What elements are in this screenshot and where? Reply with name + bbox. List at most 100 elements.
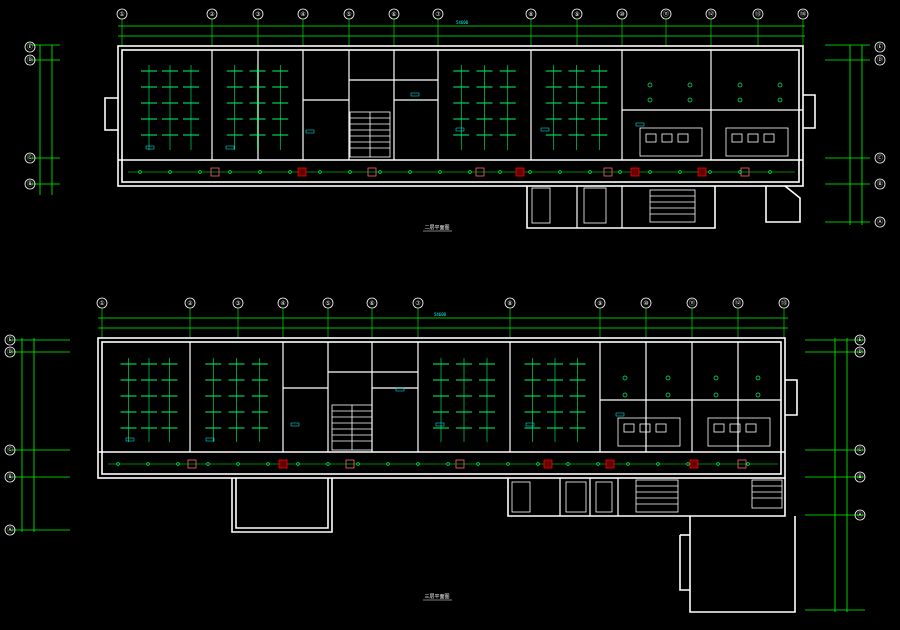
corridor-device (475, 167, 485, 177)
axis-bubble (4, 524, 16, 536)
axis-label: Ⓐ (7, 526, 13, 534)
axis-bubble (24, 178, 36, 190)
axis-bubble (24, 152, 36, 164)
circuit-tag (225, 145, 235, 150)
corridor-device (187, 459, 197, 469)
circuit-tag (635, 122, 645, 127)
corridor-light (236, 462, 240, 466)
axis-label: ⑧ (528, 11, 533, 18)
circuit-tag (435, 422, 445, 427)
corridor-device (543, 459, 553, 469)
corridor-light (678, 170, 682, 174)
corridor-light (206, 462, 210, 466)
corridor-device (278, 459, 288, 469)
axis-label: ⑩ (643, 300, 648, 307)
axis-label: ④ (280, 300, 285, 307)
axis-label: Ⓓ (877, 56, 883, 64)
axis-bubbles-left: Ⓔ Ⓓ Ⓒ Ⓑ (24, 41, 36, 190)
corridor-light (596, 462, 600, 466)
corridor-light (498, 170, 502, 174)
top-dimension-lines (118, 25, 805, 37)
axis-label: ⑪ (689, 299, 695, 307)
corridor-devices (116, 459, 750, 469)
corridor-light (318, 170, 322, 174)
ceiling-light (777, 82, 783, 88)
corridor-light (378, 170, 382, 174)
ceiling-light (777, 97, 783, 103)
ceiling-light (687, 82, 693, 88)
corridor-light (138, 170, 142, 174)
axis-label: Ⓑ (27, 180, 33, 188)
axis-label: ⑧ (507, 300, 512, 307)
corridor-light (296, 462, 300, 466)
corridor-device (697, 167, 707, 177)
axis-label: ⑬ (755, 10, 761, 18)
corridor-light (258, 170, 262, 174)
axis-label: Ⓓ (27, 56, 33, 64)
corridor-device (455, 459, 465, 469)
axis-bubble (854, 346, 866, 358)
axis-bubble (854, 471, 866, 483)
ceiling-light (737, 97, 743, 103)
corridor-light (558, 170, 562, 174)
corridor-light (446, 462, 450, 466)
stair-core (349, 111, 696, 223)
axis-label: ⑦ (415, 300, 421, 307)
axis-label: ⑦ (435, 11, 441, 18)
axis-label: ⑩ (619, 11, 624, 18)
axis-label: Ⓔ (27, 43, 33, 51)
ceiling-light (665, 392, 671, 398)
ceiling-light (713, 375, 719, 381)
top-dimension-lines (98, 317, 788, 329)
axis-label: ② (209, 11, 215, 18)
circuit-tag (145, 145, 155, 150)
corridor-light (618, 170, 622, 174)
ceiling-light (755, 375, 761, 381)
ceiling-light (622, 375, 628, 381)
axis-label: Ⓐ (857, 511, 863, 519)
corridor-light (168, 170, 172, 174)
axis-label: Ⓒ (27, 154, 33, 162)
corridor-device (367, 167, 377, 177)
axis-label: ⑨ (574, 11, 579, 18)
corridor-light (288, 170, 292, 174)
axis-bubble (854, 444, 866, 456)
corridor-device (515, 167, 525, 177)
corridor-light (588, 170, 592, 174)
axis-label: ⑬ (781, 299, 787, 307)
axis-label: Ⓔ (857, 336, 863, 344)
corridor-device (737, 459, 747, 469)
axis-bubble (874, 41, 886, 53)
circuit-tag (125, 437, 135, 442)
axis-label: ⑥ (391, 11, 396, 18)
corridor-light (686, 462, 690, 466)
axis-bubble (4, 334, 16, 346)
axis-label: Ⓒ (7, 446, 13, 454)
corridor-device (689, 459, 699, 469)
corridor-light (146, 462, 150, 466)
circuit-tag (615, 412, 625, 417)
ceiling-light (647, 82, 653, 88)
corridor-device (603, 167, 613, 177)
corridor-light (408, 170, 412, 174)
circuit-tag (455, 127, 465, 132)
corridor-device (345, 459, 355, 469)
circuit-tag (540, 127, 550, 132)
corridor-light (528, 170, 532, 174)
axis-bubble (874, 178, 886, 190)
circuit-tag (410, 92, 420, 97)
overall-dimension: 54600 (456, 20, 469, 25)
axis-bubble (24, 41, 36, 53)
corridor-light (506, 462, 510, 466)
corridor-light (348, 170, 352, 174)
axis-bubble (854, 509, 866, 521)
corridor-light (326, 462, 330, 466)
ceiling-light (755, 392, 761, 398)
